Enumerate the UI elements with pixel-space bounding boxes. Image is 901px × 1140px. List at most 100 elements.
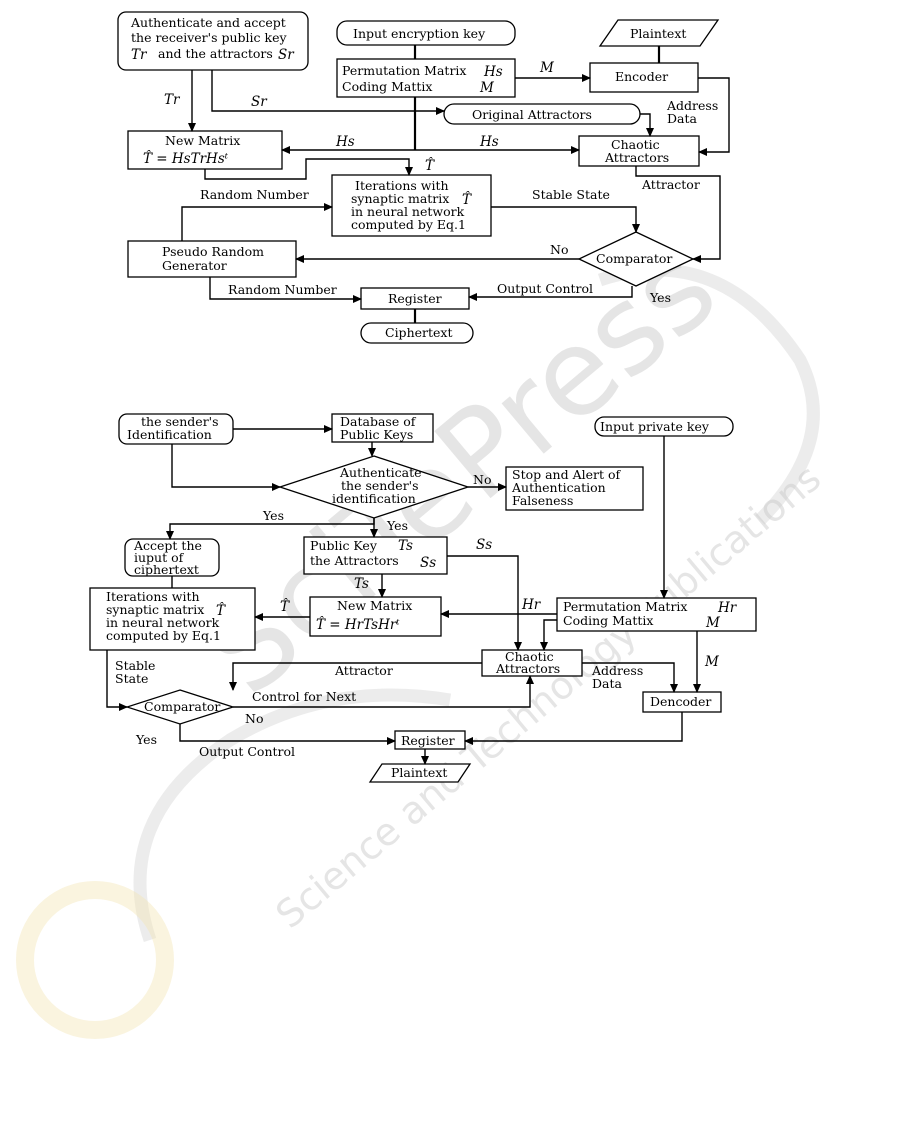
edge-comparator-no-to-chaotic [233,675,534,708]
dec-new-matrix-title: New Matrix [337,598,412,613]
attractor-label: Attractor [641,177,700,192]
edge-label-hs-right: Hs [479,134,499,150]
dec-edge-label-m: M [704,654,720,670]
dec-iterations-text-4: computed by Eq.1 [106,628,221,643]
edge-label-ts: Ts [354,576,369,592]
edge-iterations-to-comparator [106,650,128,711]
dec-stable-label-2: State [115,671,148,686]
input-private-key-text: Input private key [600,419,710,434]
authenticate-receiver-text-1: Authenticate and accept [130,15,286,30]
public-key-node [303,536,448,575]
dec-permutation-sym-m: M [705,615,721,631]
dec-iterations-text-3: in neural network [106,615,220,630]
edge-label-that: T̂ [425,158,435,174]
dec-address-label: Address [591,663,643,678]
authenticate-sender-text-3: identification [332,491,416,506]
edge-id-to-auth [171,444,281,491]
plaintext-output-text: Plaintext [391,765,447,780]
new-matrix-title: New Matrix [165,133,240,148]
decryption-flowchart: the sender's Identification Database of … [89,413,757,783]
dec-chaotic-attractors-node [481,649,583,677]
database-text-2: Public Keys [340,427,413,442]
dec-attractor-label: Attractor [334,663,393,678]
stable-state-label: Stable State [532,187,610,202]
encryption-flowchart: Authenticate and accept the receiver's p… [117,11,730,344]
edge-newmatrix-to-iterations [204,158,413,180]
accept-ciphertext-text-1: Accept the [133,538,202,553]
dec-permutation-matrix-node [556,597,757,632]
dec-chaotic-text-2: Attractors [495,661,560,676]
sender-id-text-1: the sender's [141,414,219,429]
database-text-1: Database of [340,414,417,429]
dec-permutation-text-1: Permutation Matrix [563,599,687,614]
dec-output-control-label: Output Control [199,744,295,759]
dec-iterations-sym: T̂ [216,603,226,619]
accept-ciphertext-text-3: ciphertext [134,562,199,577]
edge-iterations-to-comparator [491,206,640,233]
chaotic-attractors-text-1: Chaotic [611,137,660,152]
stop-alert-text-2: Authentication [511,480,606,495]
dec-yes-down-label: Yes [386,518,408,533]
authenticate-sender-text-2: the sender's [341,478,419,493]
plaintext-input-text: Plaintext [630,26,686,41]
edge-auth-to-original-s [211,70,445,115]
no-label: No [550,242,568,257]
stop-alert-text-3: Falseness [512,493,573,508]
dec-new-matrix-formula: T̂ = HrTsHrᵗ [316,617,400,633]
dec-edge-label-that: T̂ [280,599,290,615]
permutation-matrix-sym-m: M [479,80,495,96]
control-next-label: Control for Next [252,689,356,704]
ciphertext-text: Ciphertext [385,325,452,340]
edge-label-sr: Sr [251,94,268,110]
public-key-text-2: the Attractors [310,553,399,568]
edge-label-hs-left: Hs [335,134,355,150]
authenticate-receiver-sym-s: Sr [278,47,295,63]
edge-comparator-to-register [468,286,633,301]
authenticate-receiver-text-2: the receiver's public key [131,30,287,45]
encoder-text: Encoder [615,69,668,84]
input-encryption-key-node [336,20,516,46]
chaotic-attractors-node [578,135,700,167]
permutation-matrix-node [336,58,516,98]
dec-register-text: Register [401,733,455,748]
iterations-text-4: computed by Eq.1 [351,217,466,232]
ciphertext-node [360,322,474,344]
edge-perm-to-chaotic [540,619,557,651]
edge-label-m: M [539,60,555,76]
dec-yes-bottom-label: Yes [135,732,157,747]
input-encryption-key-text: Input encryption key [353,26,486,41]
edge-label-ss: Ss [476,537,492,553]
prng-text-2: Generator [162,258,227,273]
dec-stable-label-1: Stable [115,658,155,673]
edge-decoder-to-register [464,712,683,745]
comparator-node [577,231,695,287]
edge-label-hr: Hr [521,597,542,613]
public-key-text-1: Public Key [310,538,378,553]
permutation-matrix-sym-h: Hs [483,64,503,80]
authenticate-receiver-node [117,11,309,71]
dec-new-matrix-node [309,596,442,637]
edge-original-to-chaotic [640,113,654,137]
authenticate-receiver-sym-t: Tr [131,47,148,63]
edge-chaotic-to-comparator [229,662,482,691]
edge-chaotic-to-decoder [582,662,678,693]
register-text: Register [388,291,442,306]
accept-ciphertext-text-2: iuput of [134,550,185,565]
chaotic-attractors-text-2: Attractors [604,150,669,165]
iterations-sym: T̂ [462,192,472,208]
public-key-sym-s: Ss [420,555,436,571]
random-number-top-label: Random Number [200,187,309,202]
edge-comparator-yes-to-register [179,724,396,745]
dec-iterations-text-1: Iterations with [106,589,200,604]
iterations-text-2: synaptic matrix [351,191,449,206]
watermark-arc [133,688,452,943]
dec-data-label: Data [592,676,622,691]
edge-label-tr: Tr [164,92,181,108]
dec-permutation-text-2: Coding Mattix [563,613,653,628]
edge-chaotic-to-comparator [635,166,721,263]
dec-no-bottom-label: No [245,711,263,726]
plaintext-output-node [368,763,472,783]
new-matrix-node [127,130,283,170]
dec-comparator-text: Comparator [144,699,220,714]
